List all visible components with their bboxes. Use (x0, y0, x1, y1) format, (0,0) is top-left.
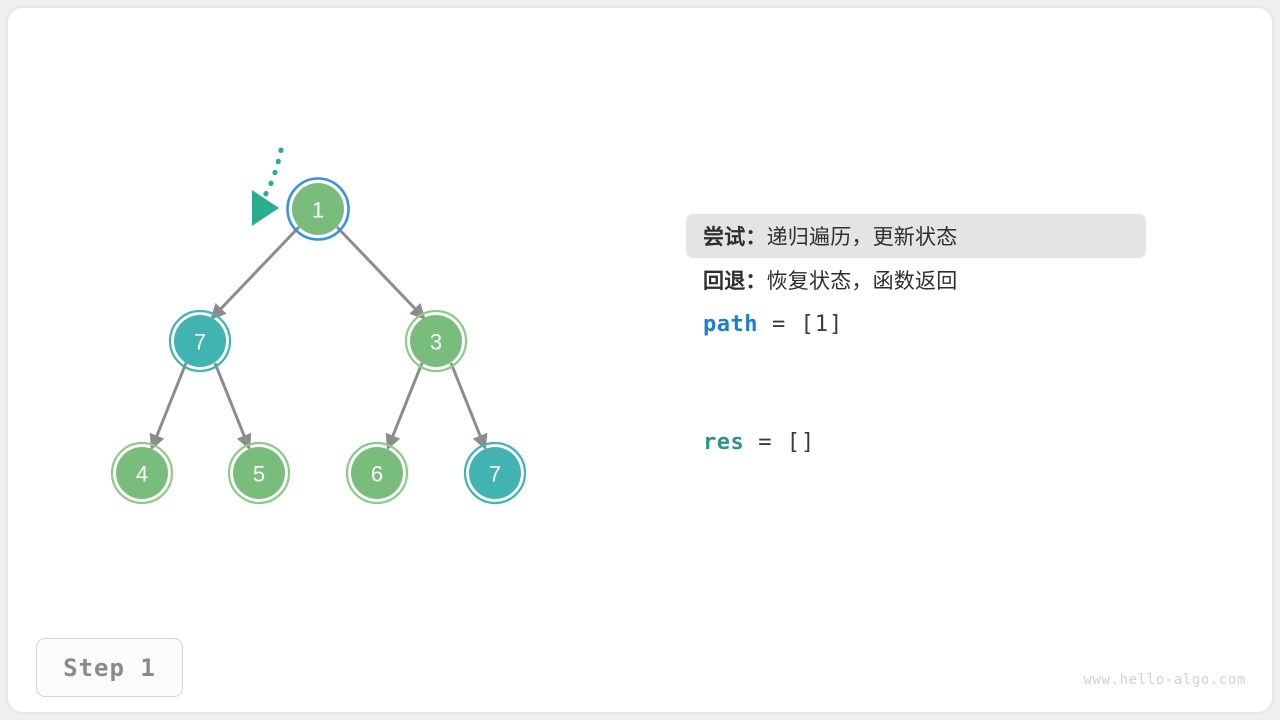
tree-node-6[interactable]: 6 (345, 441, 409, 505)
node-label: 6 (371, 462, 383, 487)
node-circle (233, 447, 285, 499)
step-badge: Step 1 (36, 638, 183, 697)
node-circle (410, 315, 462, 367)
node-label: 1 (312, 198, 324, 223)
node-outer-ring (168, 309, 232, 373)
node-outer-ring (110, 441, 174, 505)
path-variable-value: = [1] (771, 311, 844, 337)
node-label: 4 (136, 462, 148, 487)
info-panel: 尝试： 递归遍历，更新状态 回退： 恢复状态，函数返回 path = [1] r… (686, 214, 1146, 464)
node-outer-ring (227, 441, 291, 505)
step-badge-label: Step 1 (63, 653, 156, 682)
watermark: www.hello-algo.com (1083, 672, 1246, 688)
node-label: 7 (489, 462, 501, 487)
tree-node-4[interactable]: 4 (110, 441, 174, 505)
pointer-dotted-curve (261, 147, 284, 200)
info-row-backtrack-key: 回退： (703, 270, 767, 293)
node-circle (174, 315, 226, 367)
tree-node-7-left[interactable]: 7 (168, 309, 232, 373)
recursion-pointer (252, 147, 284, 226)
node-outer-ring (463, 441, 527, 505)
node-label: 5 (253, 462, 265, 487)
state-row-res: res = [] (686, 420, 1146, 464)
res-variable-value: = [] (758, 429, 816, 455)
node-circle (116, 447, 168, 499)
edge-3-to-6 (385, 362, 424, 451)
info-row-attempt-value: 递归遍历，更新状态 (766, 226, 958, 249)
edge-1-to-3 (335, 225, 426, 320)
tree-node-7-leaf[interactable]: 7 (463, 441, 527, 505)
edge-7-to-5 (213, 362, 252, 451)
edge-3-to-7b (449, 362, 488, 451)
edge-7-to-4 (149, 362, 188, 451)
node-circle (469, 447, 521, 499)
tree-nodes: 1 7 3 4 (110, 177, 527, 505)
node-active-ring (286, 177, 350, 241)
tree-node-5[interactable]: 5 (227, 441, 291, 505)
node-circle (292, 183, 344, 235)
state-row-path: path = [1] (686, 302, 1146, 346)
path-variable-name: path (703, 311, 758, 337)
tree-node-1[interactable]: 1 (286, 177, 350, 241)
panel-spacer (686, 346, 1146, 420)
node-label: 7 (194, 330, 206, 355)
pointer-arrowhead-icon (252, 190, 279, 226)
info-row-backtrack-value: 恢复状态，函数返回 (766, 270, 958, 293)
info-row-attempt-key: 尝试： (703, 226, 767, 249)
info-row-backtrack: 回退： 恢复状态，函数返回 (686, 258, 1146, 302)
node-label: 3 (430, 330, 442, 355)
info-row-attempt: 尝试： 递归遍历，更新状态 (686, 214, 1146, 258)
tree-edges (149, 225, 488, 451)
figure-card (8, 8, 1272, 712)
res-variable-name: res (703, 429, 745, 455)
node-outer-ring (404, 309, 468, 373)
tree-node-3[interactable]: 3 (404, 309, 468, 373)
node-circle (351, 447, 403, 499)
edge-1-to-7 (210, 225, 301, 320)
node-outer-ring (345, 441, 409, 505)
